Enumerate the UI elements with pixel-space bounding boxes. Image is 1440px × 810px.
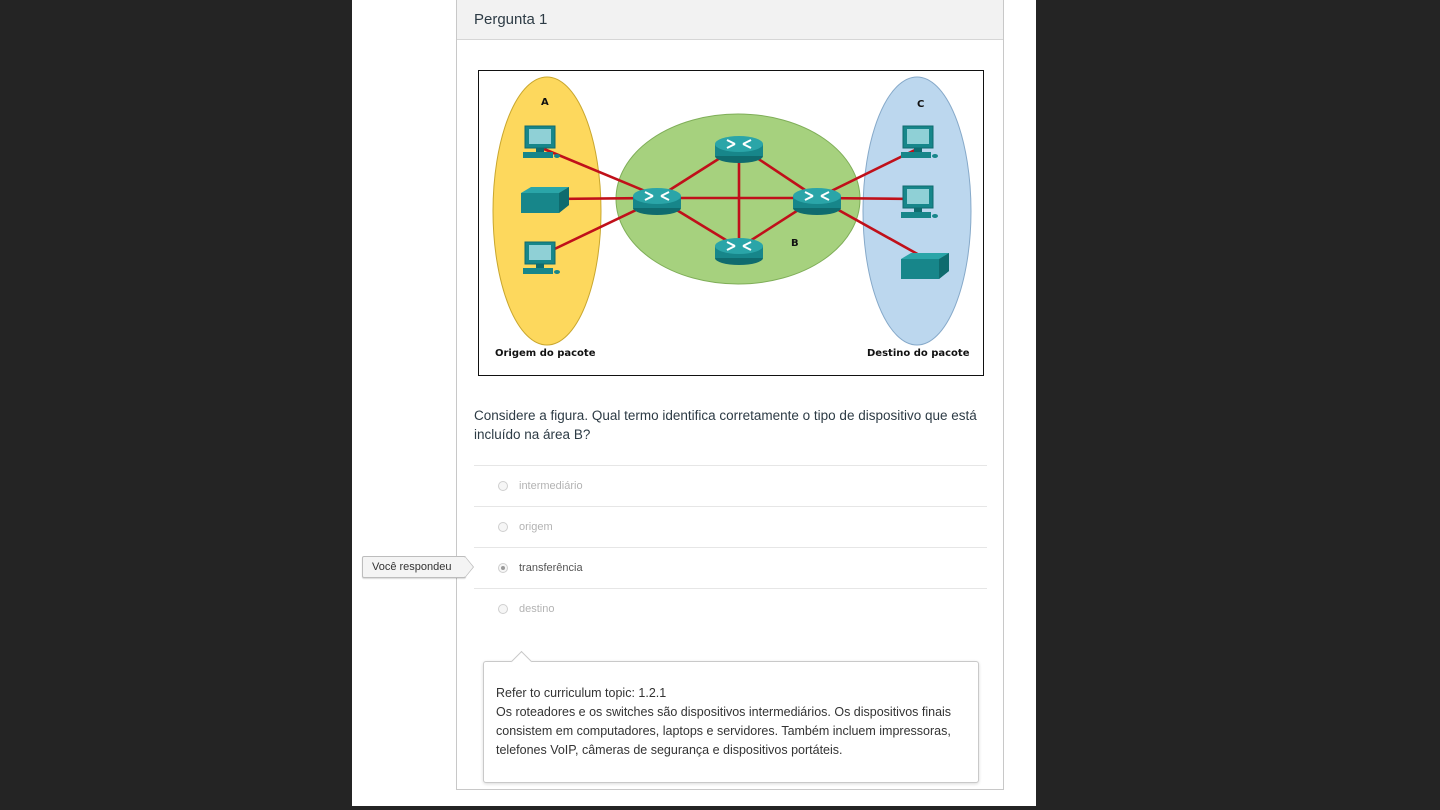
radio-button[interactable] — [498, 522, 508, 532]
network-diagram — [492, 76, 972, 346]
answer-list: intermediário origem transferência desti… — [474, 465, 987, 629]
question-text: Considere a figura. Qual termo identific… — [474, 408, 977, 442]
answer-label: transferência — [519, 562, 583, 574]
answer-label: origem — [519, 521, 553, 533]
network-figure: A B C Origem do pacote Destino do pacote — [478, 70, 984, 376]
question-card: Pergunta 1 — [456, 0, 1004, 790]
area-a-label: A — [541, 97, 549, 108]
quiz-page: Pergunta 1 — [352, 0, 1036, 806]
answer-option-selected[interactable]: transferência — [474, 547, 987, 588]
answer-label: intermediário — [519, 480, 583, 492]
feedback-box: Refer to curriculum topic: 1.2.1 Os rote… — [483, 650, 979, 783]
radio-button-checked[interactable] — [498, 563, 508, 573]
radio-button[interactable] — [498, 481, 508, 491]
feedback-topic: Refer to curriculum topic: 1.2.1 — [496, 686, 667, 700]
feedback-pointer — [510, 650, 533, 673]
answer-option[interactable]: intermediário — [474, 465, 987, 506]
question-header: Pergunta 1 — [457, 0, 1003, 40]
answer-option[interactable]: destino — [474, 588, 987, 629]
you-answered-tag: Você respondeu — [362, 556, 473, 578]
destination-caption: Destino do pacote — [867, 348, 970, 359]
area-c-label: C — [917, 99, 925, 110]
radio-button[interactable] — [498, 604, 508, 614]
answer-label: destino — [519, 603, 555, 615]
area-b-label: B — [791, 238, 799, 249]
feedback-body: Os roteadores e os switches são disposit… — [496, 705, 952, 757]
source-caption: Origem do pacote — [495, 348, 596, 359]
answer-option[interactable]: origem — [474, 506, 987, 547]
question-title: Pergunta 1 — [474, 10, 548, 28]
